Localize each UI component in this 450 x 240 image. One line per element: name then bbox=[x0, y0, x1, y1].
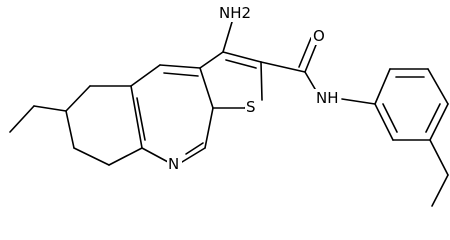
molecule-structure: NH2 O NH S N bbox=[9, 4, 449, 207]
cyclohexane-ring bbox=[65, 85, 143, 166]
amino-bond bbox=[222, 21, 233, 53]
svg-text:O: O bbox=[313, 27, 325, 45]
svg-text:N: N bbox=[168, 155, 179, 173]
pyridine-ring bbox=[130, 64, 214, 163]
phenyl-ring bbox=[374, 68, 449, 141]
atom-label-oxygen: O bbox=[311, 27, 327, 45]
molecule-canvas: NH2 O NH S N bbox=[9, 4, 449, 207]
thiophene-ring bbox=[199, 51, 263, 109]
atom-label-amide-nh: NH bbox=[314, 89, 340, 107]
ethyl-group-right bbox=[429, 139, 449, 207]
svg-text:NH2: NH2 bbox=[219, 4, 251, 22]
atom-label-nitrogen: N bbox=[167, 155, 182, 173]
atom-label-nh2: NH2 bbox=[218, 4, 251, 22]
atom-label-sulfur: S bbox=[245, 98, 259, 116]
svg-text:NH: NH bbox=[316, 89, 339, 107]
ethyl-group-left bbox=[9, 105, 67, 133]
svg-text:S: S bbox=[246, 98, 256, 116]
